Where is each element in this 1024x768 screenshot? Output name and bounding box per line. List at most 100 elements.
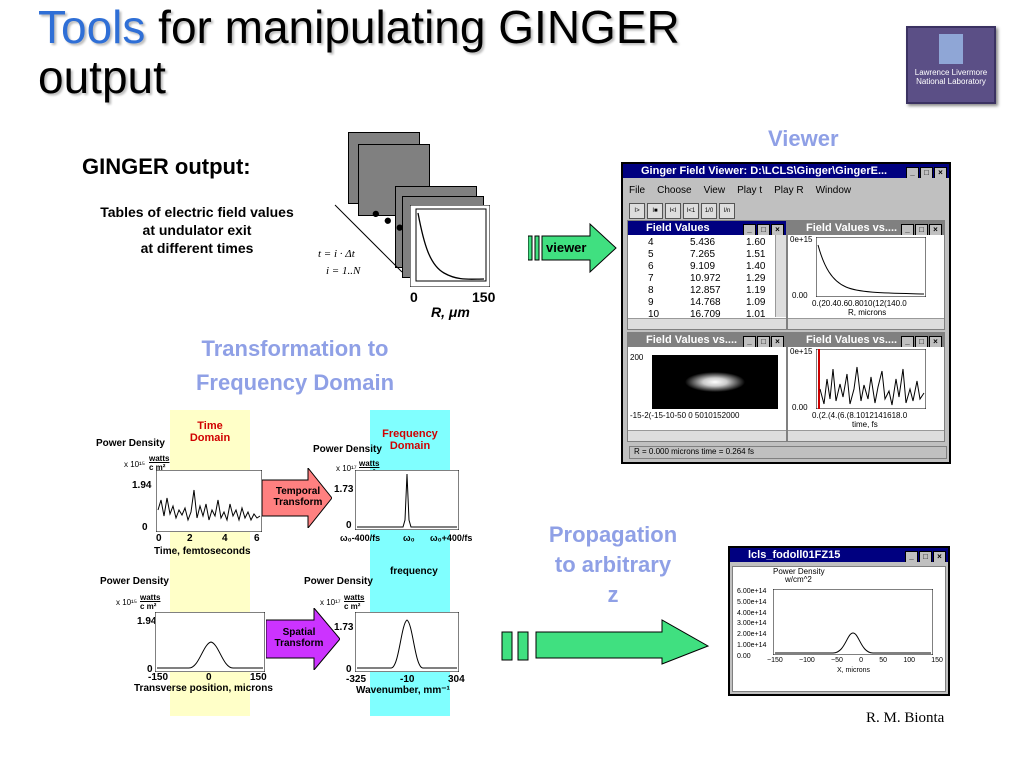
fvs-r-title: Field Values vs.... (806, 222, 898, 234)
play-button[interactable]: I> (629, 203, 645, 219)
propagation-plot-panel: Power Density w/cm^2 6.00e+14 5.00e+14 4… (732, 566, 946, 692)
fvs-heat-titlebar[interactable]: Field Values vs.... _□× (628, 333, 786, 347)
fvs-t-horizontal-scrollbar[interactable] (788, 430, 944, 441)
f-y-zero: 0 (346, 520, 352, 531)
table-cell: 12.857 (690, 285, 721, 296)
ginger-field-viewer-window[interactable]: Ginger Field Viewer: D:\LCLS\Ginger\Ging… (621, 162, 951, 464)
fvs-heat-horizontal-scrollbar[interactable] (628, 430, 786, 441)
viewer-arrow (528, 222, 617, 274)
fv-close-button[interactable]: × (771, 224, 784, 235)
fvs-heat-minimize-button[interactable]: _ (743, 336, 756, 347)
table-cell: 16.709 (690, 309, 721, 320)
prop-xticks: −150 −100 −50 0 50 100 150 (767, 657, 943, 664)
llnl-logo: Lawrence Livermore National Laboratory (906, 26, 996, 104)
f-tick-high: ω₀+400/fs (430, 533, 473, 543)
prop-xtick-0: −150 (767, 657, 783, 664)
n-button[interactable]: I/n (719, 203, 735, 219)
propagation-heading-3: z (607, 582, 619, 607)
s-xlabel: Transverse position, microns (134, 683, 273, 694)
menu-view[interactable]: View (703, 185, 726, 196)
temporal-transform-arrow (262, 468, 332, 528)
menu-play-t[interactable]: Play t (737, 185, 763, 196)
p3-ticks: -15-2(-15-10-50 0 5010152000 (630, 411, 740, 420)
step-back-button[interactable]: I<1 (683, 203, 699, 219)
t-tick-4: 4 (222, 533, 228, 544)
author-credit: R. M. Bionta (866, 710, 945, 726)
slide-title: Tools for manipulating GINGER output (38, 2, 680, 102)
fvs-t-close-button[interactable]: × (929, 336, 942, 347)
s-tick-pos: 150 (250, 672, 267, 683)
fvs-t-minimize-button[interactable]: _ (901, 336, 914, 347)
field-values-titlebar[interactable]: Field Values _□× (628, 221, 786, 235)
close-button[interactable]: × (934, 167, 947, 178)
prop-yticks: 6.00e+14 5.00e+14 4.00e+14 3.00e+14 2.00… (737, 587, 766, 663)
fv-horizontal-scrollbar[interactable] (628, 318, 786, 329)
k-cm2: c m² (344, 602, 361, 611)
maximize-button[interactable]: □ (920, 167, 933, 178)
prop-ytick-3: 3.00e+14 (737, 620, 767, 628)
table-cell: 1.09 (746, 297, 766, 308)
freq-domain-label-2: Domain (389, 440, 431, 452)
minimize-button[interactable]: _ (906, 167, 919, 178)
t-tick-0: 0 (156, 533, 162, 544)
prop-xtick-5: 100 (903, 657, 915, 664)
field-values-vs-r-subwindow[interactable]: Field Values vs...._□× 0e+15 0.00 0.(20.… (787, 220, 945, 330)
propagation-titlebar[interactable]: lcls_fodoll01FZ15 _□× (730, 548, 948, 562)
sheet-plot (410, 205, 490, 287)
fvs-r-close-button[interactable]: × (929, 224, 942, 235)
ginger-heading: GINGER output: (82, 154, 251, 179)
fvs-r-titlebar[interactable]: Field Values vs...._□× (788, 221, 944, 235)
field-values-heatmap-subwindow[interactable]: Field Values vs...._□× 200 -15-2(-15-10-… (627, 332, 787, 442)
fv-minimize-button[interactable]: _ (743, 224, 756, 235)
field-values-vs-time-subwindow[interactable]: Field Values vs...._□× 0e+15 0.00 0.(2.(… (787, 332, 945, 442)
fvs-heat-close-button[interactable]: × (771, 336, 784, 347)
fvs-r-horizontal-scrollbar[interactable] (788, 318, 944, 329)
t-cm2: c m² (149, 463, 166, 472)
field-values-title: Field Values (646, 222, 710, 234)
first-button[interactable]: I<I (665, 203, 681, 219)
s-cm2: c m² (140, 602, 157, 611)
wavenumber-plot (355, 612, 459, 672)
fv-maximize-button[interactable]: □ (757, 224, 770, 235)
fvs-r-maximize-button[interactable]: □ (915, 224, 928, 235)
prop-close-button[interactable]: × (933, 551, 946, 562)
fvs-heat-maximize-button[interactable]: □ (757, 336, 770, 347)
prop-xlabel: X, microns (837, 667, 871, 674)
stop-button[interactable]: I■ (647, 203, 663, 219)
fvs-t-titlebar[interactable]: Field Values vs...._□× (788, 333, 944, 347)
p1-y-zero: 0.00 (792, 291, 808, 300)
llnl-mark-icon (939, 34, 963, 64)
menu-file[interactable]: File (629, 185, 646, 196)
table-cell: 4 (648, 237, 654, 248)
prop-ytick-6: 0.00 (737, 652, 751, 660)
t-watts: watts (149, 454, 170, 463)
fvs-heat-title: Field Values vs.... (646, 334, 738, 346)
time-domain-plot (156, 470, 262, 532)
viewer-titlebar[interactable]: Ginger Field Viewer: D:\LCLS\Ginger\Ging… (623, 164, 949, 178)
fvs-r-minimize-button[interactable]: _ (901, 224, 914, 235)
prop-minimize-button[interactable]: _ (905, 551, 918, 562)
fvs-t-maximize-button[interactable]: □ (915, 336, 928, 347)
prop-maximize-button[interactable]: □ (919, 551, 932, 562)
spatial-domain-plot (155, 612, 265, 672)
table-cell: 1.60 (746, 237, 766, 248)
freq-domain-label-1: Frequency (382, 428, 438, 440)
ratio-button[interactable]: 1/0 (701, 203, 717, 219)
fv-vertical-scrollbar[interactable] (775, 235, 786, 317)
propagation-window[interactable]: lcls_fodoll01FZ15 _□× Power Density w/cm… (728, 546, 950, 696)
menu-choose[interactable]: Choose (657, 185, 692, 196)
propagation-window-title: lcls_fodoll01FZ15 (748, 549, 841, 561)
menu-window[interactable]: Window (815, 185, 852, 196)
menu-play-r[interactable]: Play R (774, 185, 804, 196)
prop-ytick-4: 2.00e+14 (737, 631, 767, 639)
